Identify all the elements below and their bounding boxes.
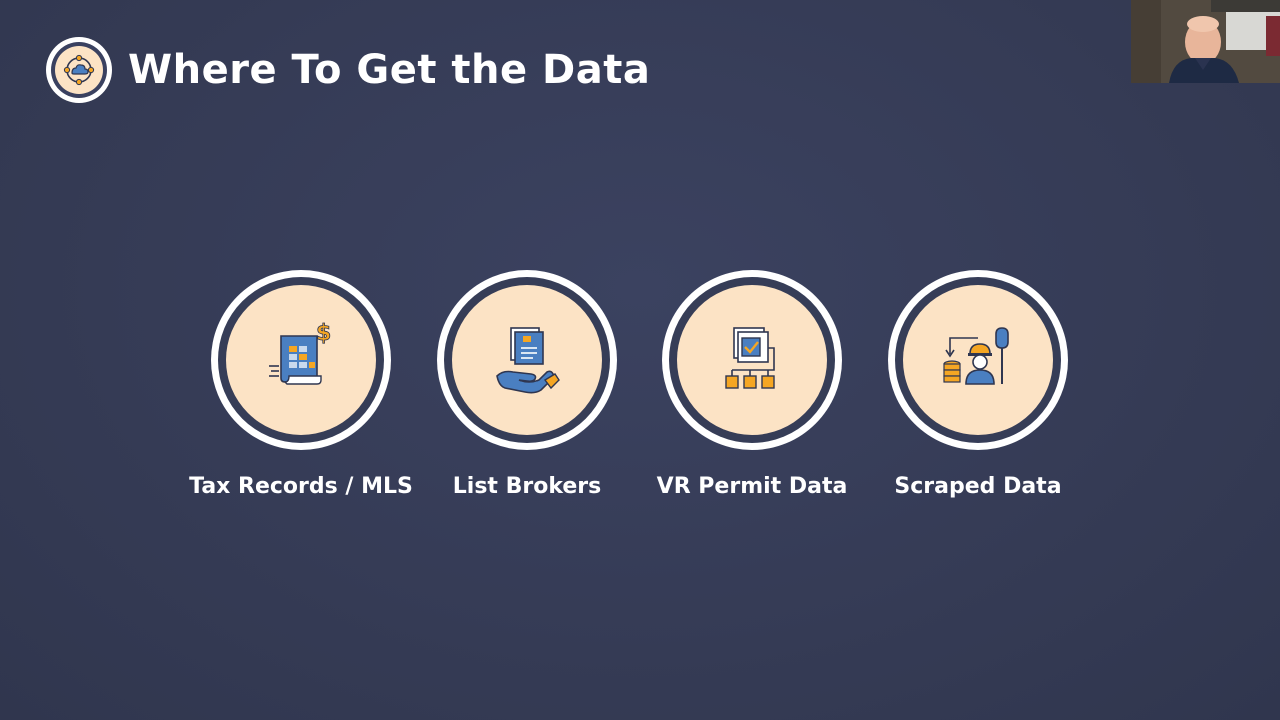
source-label: Scraped Data: [894, 474, 1062, 499]
source-icon-frame: [888, 270, 1068, 450]
svg-text:$: $: [316, 321, 331, 346]
page-title: Where To Get the Data: [128, 47, 651, 93]
presenter-video-thumbnail: [1131, 0, 1280, 83]
source-icon-frame: [662, 270, 842, 450]
source-icon-frame: $: [211, 270, 391, 450]
source-icon-frame: [437, 270, 617, 450]
tax-document-dollar-icon: $: [226, 285, 376, 435]
data-miner-icon: [903, 285, 1053, 435]
network-cloud-icon: [46, 37, 112, 103]
source-label: VR Permit Data: [656, 474, 848, 499]
source-card-scraped-data: Scraped Data: [858, 270, 1098, 499]
source-label: Tax Records / MLS: [189, 474, 413, 499]
source-label: List Brokers: [452, 474, 602, 499]
source-card-tax-records: $ Tax Records / MLS: [181, 270, 421, 499]
approved-document-flow-icon: [677, 285, 827, 435]
source-card-vr-permit-data: VR Permit Data: [632, 270, 872, 499]
source-card-list-brokers: List Brokers: [407, 270, 647, 499]
hand-holding-documents-icon: [452, 285, 602, 435]
